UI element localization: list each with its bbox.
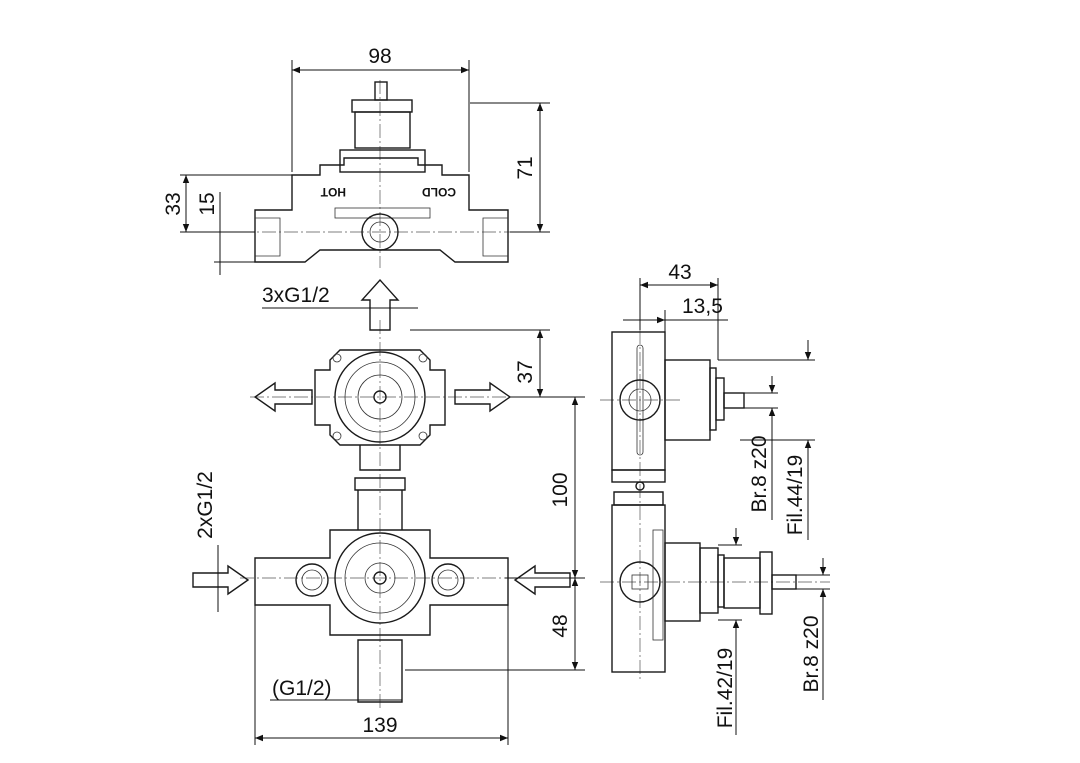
dim-total-width-139: 139 xyxy=(362,714,397,737)
connections-top-label: 3xG1/2 xyxy=(262,284,330,307)
dim-15: 15 xyxy=(196,192,219,215)
outlet-arrow-right-icon xyxy=(454,381,512,413)
upper-thread-label: Fil.44/19 xyxy=(784,455,807,536)
outlet-arrow-left-icon xyxy=(253,381,313,413)
inlet-arrow-left-icon xyxy=(192,564,250,596)
inlet-arrow-right-icon xyxy=(513,564,571,596)
dim-depth-43: 43 xyxy=(668,261,691,284)
connections-side-label: 2xG1/2 xyxy=(194,471,217,539)
top-view: HOT COLD 98 71 33 15 xyxy=(162,45,550,275)
lower-spline-label: Br.8 z20 xyxy=(800,615,823,692)
outlet-label: (G1/2) xyxy=(272,677,332,700)
outlet-arrow-up-icon xyxy=(360,278,400,331)
dim-offset-13-5: 13,5 xyxy=(682,295,723,318)
dim-width-98: 98 xyxy=(368,45,391,68)
dim-48: 48 xyxy=(549,614,572,637)
hot-label: HOT xyxy=(320,185,346,199)
front-view: 3xG1/2 37 100 48 2xG1/2 (G1/2) 139 xyxy=(192,278,585,745)
dim-height-71: 71 xyxy=(514,156,537,179)
dim-33: 33 xyxy=(162,192,185,215)
lower-thread-label: Fil.42/19 xyxy=(714,648,737,729)
dim-100: 100 xyxy=(549,472,572,507)
cold-label: COLD xyxy=(422,185,456,199)
dim-37: 37 xyxy=(514,360,537,383)
upper-spline-label: Br.8 z20 xyxy=(748,435,771,512)
side-view: 43 13,5 Fil.44/19 Br.8 z20 Fil.42/19 Br.… xyxy=(600,261,830,735)
